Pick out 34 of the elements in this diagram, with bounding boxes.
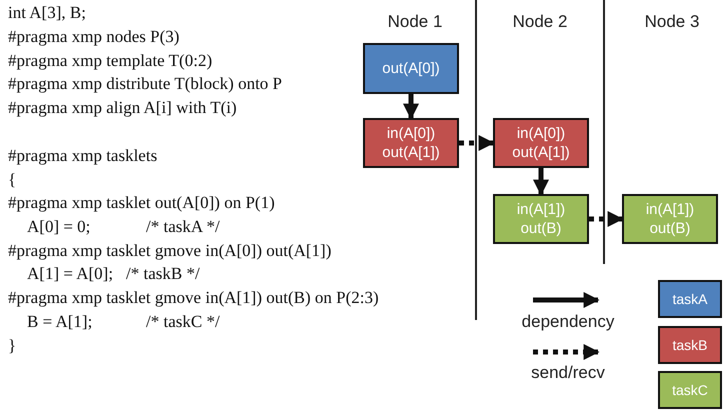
code-line: #pragma xmp tasklet out(A[0]) on P(1) bbox=[8, 193, 275, 213]
code-line: #pragma xmp tasklet gmove in(A[0]) out(A[1]) bbox=[8, 241, 332, 261]
legend-swatch: taskA bbox=[658, 280, 722, 318]
code-line: /* taskB */ bbox=[126, 264, 200, 284]
code-line: B = A[1]; bbox=[27, 312, 92, 332]
code-line: #pragma xmp tasklet gmove in(A[1]) out(B) on P(2:3) bbox=[8, 288, 379, 308]
code-line: /* taskA */ bbox=[146, 217, 220, 237]
task-box: in(A[0]) out(A[1]) bbox=[493, 118, 589, 168]
task-box: in(A[1]) out(B) bbox=[493, 194, 589, 244]
code-line: #pragma xmp align A[i] with T(i) bbox=[8, 98, 237, 118]
code-line: #pragma xmp nodes P(3) bbox=[8, 27, 180, 47]
arrow bbox=[533, 168, 549, 196]
code-line: A[1] = A[0]; bbox=[27, 264, 114, 284]
code-line: #pragma xmp template T(0:2) bbox=[8, 51, 212, 71]
arrow bbox=[589, 211, 624, 227]
column-heading: Node 1 bbox=[388, 12, 442, 32]
code-line: #pragma xmp tasklets bbox=[8, 146, 158, 166]
task-box: in(A[0]) out(A[1]) bbox=[363, 118, 459, 168]
code-line: /* taskC */ bbox=[146, 312, 220, 332]
code-line: A[0] = 0; bbox=[27, 217, 90, 237]
legend-swatch: taskB bbox=[658, 326, 722, 364]
arrow bbox=[403, 94, 419, 120]
task-box: in(A[1]) out(B) bbox=[622, 194, 718, 244]
code-line: int A[3], B; bbox=[8, 3, 86, 23]
code-line: { bbox=[8, 170, 16, 190]
column-heading: Node 3 bbox=[644, 12, 700, 32]
column-heading: Node 2 bbox=[512, 12, 568, 32]
legend-label: dependency bbox=[522, 312, 614, 332]
legend-swatch: taskC bbox=[658, 371, 722, 409]
code-line: #pragma xmp distribute T(block) onto P bbox=[8, 74, 282, 94]
legend-label: send/recv bbox=[531, 363, 605, 383]
task-box: out(A[0]) bbox=[363, 43, 459, 94]
arrow bbox=[459, 135, 495, 151]
code-line: } bbox=[8, 336, 16, 356]
